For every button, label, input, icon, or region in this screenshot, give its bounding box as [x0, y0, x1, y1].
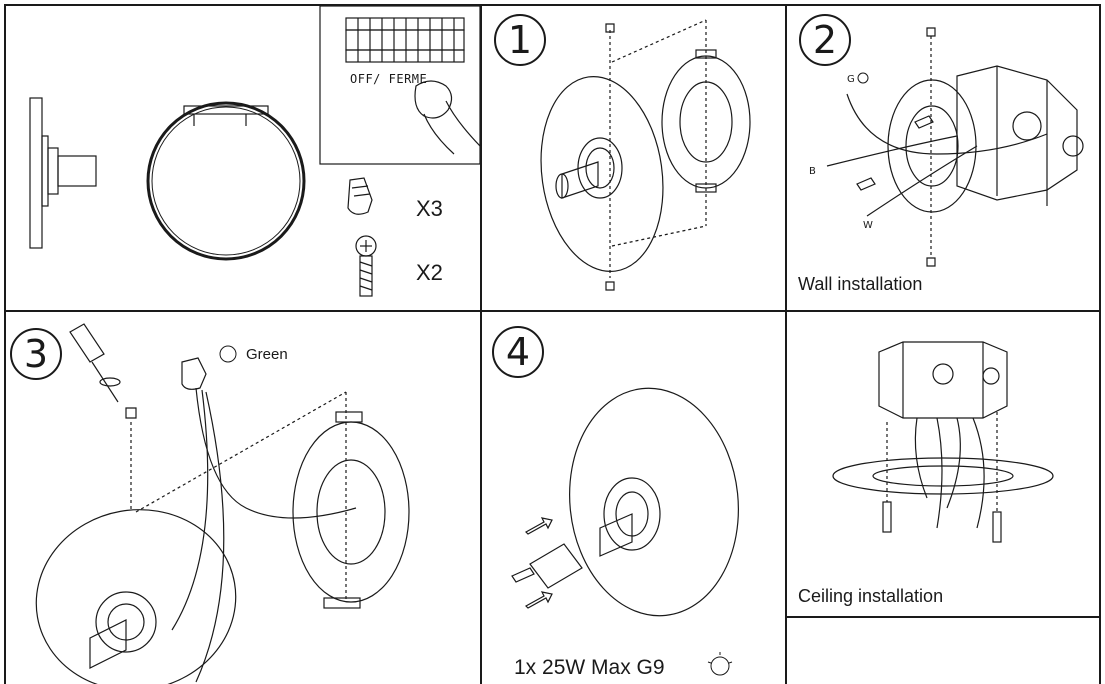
step-4-number: 4 [492, 326, 544, 378]
disc-shade [35, 509, 237, 684]
parts-panel: OFF/ FERME X3 X2 [6, 6, 480, 310]
divider-mid-horizontal [4, 310, 1101, 312]
step-3-illustration [35, 323, 410, 684]
divider-ceiling-bottom [785, 616, 1101, 618]
ring-shade [146, 101, 306, 261]
disc-shade [569, 387, 739, 617]
switch-inset-box [319, 6, 480, 165]
border-top [4, 4, 1101, 6]
screw-quantity: X2 [416, 260, 443, 285]
ceiling-installation-caption: Ceiling installation [798, 586, 944, 606]
canopy-side-view [29, 97, 43, 249]
mounting-bracket [832, 457, 1054, 495]
hand-drawing [414, 80, 453, 119]
ceiling-illustration [832, 341, 1054, 543]
screw-right [992, 511, 1002, 543]
step-4-panel: 4 1x 25W Max G9 [482, 312, 785, 684]
border-right [1099, 4, 1101, 684]
wire-nut-quantity: X3 [416, 196, 443, 221]
insert-arrow-bottom [525, 591, 553, 609]
step-2-number: 2 [799, 14, 851, 66]
step-2-panel: 2 G B W Wall installation [787, 6, 1099, 310]
disc-shade [540, 75, 664, 273]
bulb-symbol-icon [707, 652, 733, 676]
screw-left [882, 501, 892, 533]
insert-arrow-top [525, 517, 553, 535]
wire-nut-icon [181, 357, 207, 390]
junction-box [878, 341, 1008, 419]
parts-illustration [29, 6, 480, 297]
divider-vertical-1 [480, 4, 482, 684]
canopy-stem [577, 137, 623, 199]
step-1-illustration [540, 19, 751, 291]
bulb-spec-label: 1x 25W Max G9 [514, 656, 665, 679]
step-3-panel: 3 [6, 312, 480, 684]
mounting-bracket [887, 79, 977, 213]
ground-symbol-icon [857, 72, 869, 84]
black-wire [826, 135, 958, 167]
ceiling-panel: Ceiling installation [787, 312, 1099, 616]
switch-off-label: OFF/ FERME [350, 72, 428, 86]
step-4-illustration [511, 387, 739, 676]
green-wire [195, 387, 357, 519]
step-3-number: 3 [10, 328, 62, 380]
ground-symbol-icon [219, 345, 237, 363]
mounting-bracket [292, 421, 410, 603]
border-left [4, 4, 6, 684]
white-wire-label: W [863, 220, 873, 231]
step-1-panel: 1 [482, 6, 785, 310]
step-1-number: 1 [494, 14, 546, 66]
ground-label: G [847, 74, 855, 85]
ground-wire [846, 93, 1048, 155]
wire-nut-icon [347, 177, 373, 215]
wall-installation-caption: Wall installation [798, 274, 923, 294]
divider-vertical-2 [785, 4, 787, 684]
g9-bulb-icon [529, 543, 583, 589]
green-wire-label: Green [246, 346, 288, 363]
white-wire [866, 145, 978, 217]
junction-box [956, 65, 1078, 201]
black-wire-label: B [809, 166, 816, 177]
step-2-illustration [826, 27, 1084, 267]
screwdriver-icon [69, 323, 105, 363]
